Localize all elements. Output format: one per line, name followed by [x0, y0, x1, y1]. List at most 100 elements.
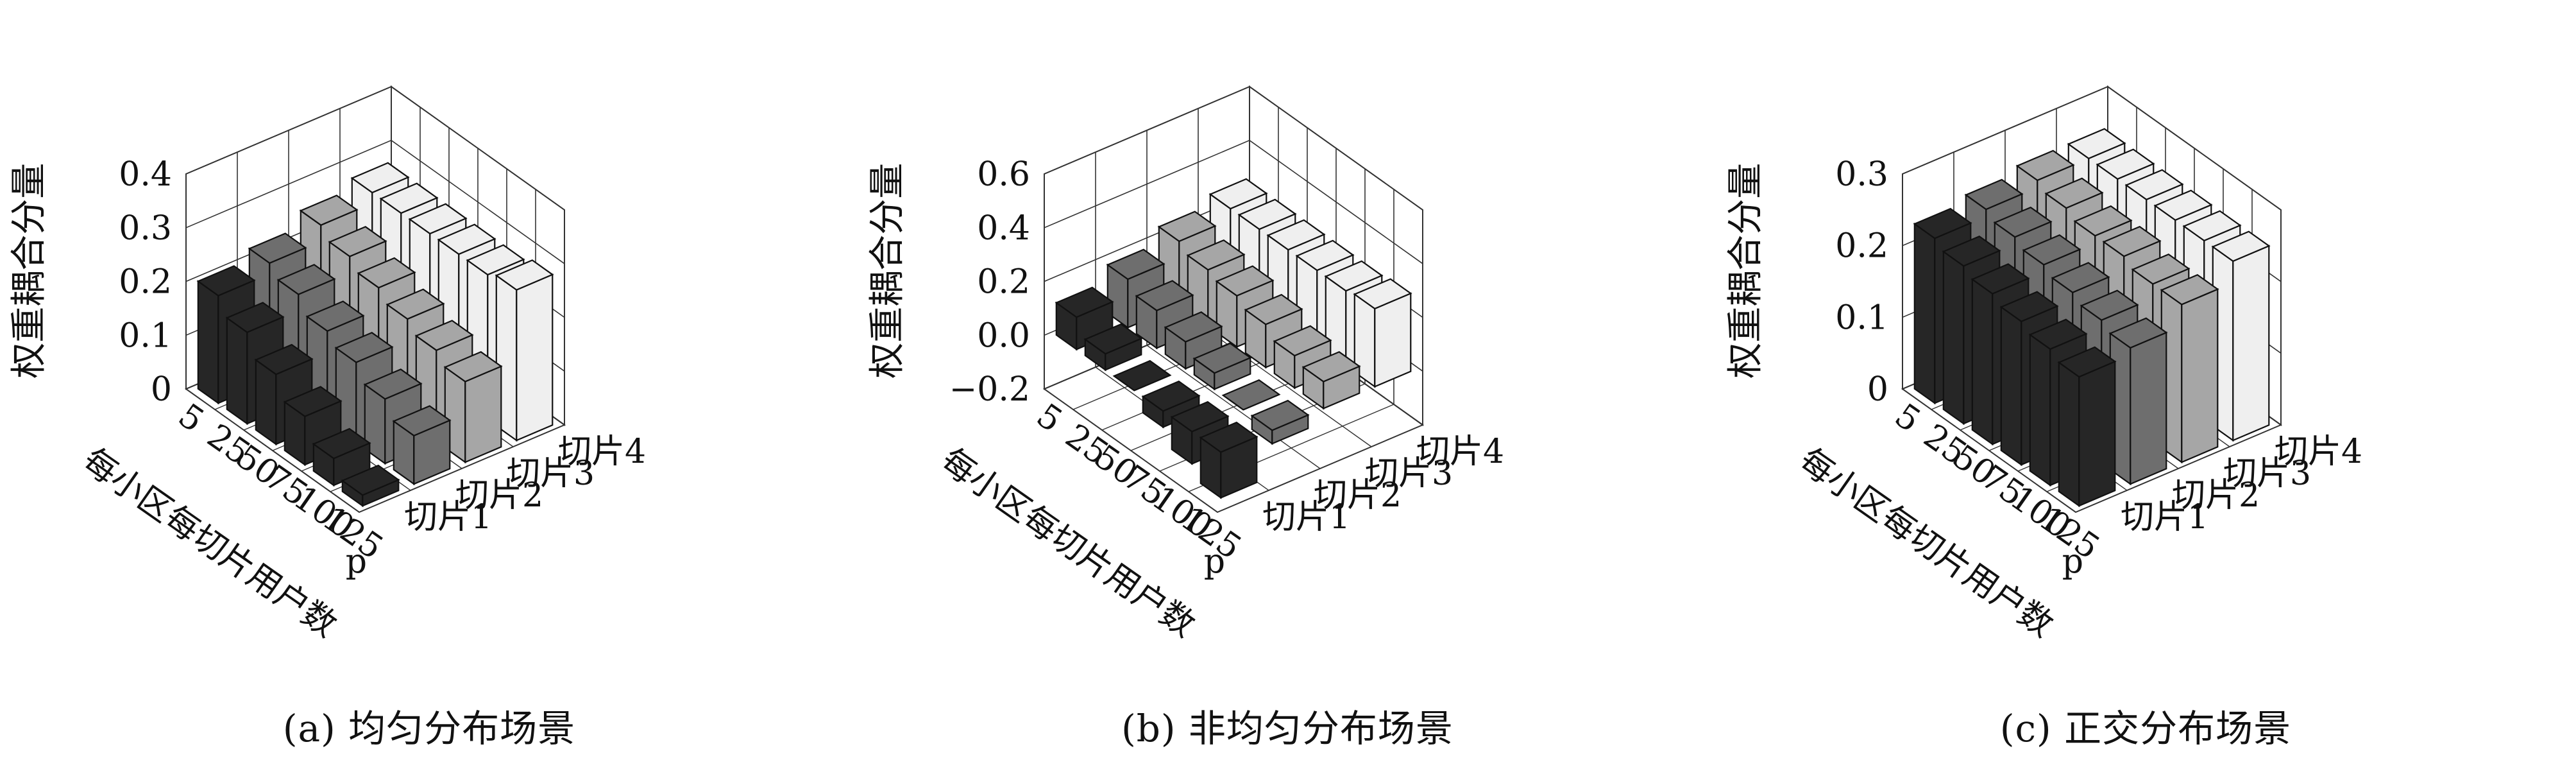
caption-a: (a) 均匀分布场景	[282, 707, 576, 750]
bar-front-face	[2029, 333, 2051, 487]
bar-top-face	[1135, 280, 1194, 311]
bar-top-face	[334, 332, 394, 363]
bar-top-face	[1215, 265, 1275, 297]
bar-top-face	[1083, 323, 1143, 355]
bar	[1112, 359, 1172, 392]
bar-side-face	[2130, 331, 2167, 485]
bar-top-face	[2096, 148, 2155, 180]
slice-tick-label: 切片1	[1262, 498, 1350, 537]
bar-top-face	[1993, 206, 2053, 238]
bar-top-face	[196, 265, 256, 297]
bar-front-face	[1971, 278, 1994, 446]
bar	[495, 259, 554, 442]
z-tick-label: 0.3	[1835, 155, 1888, 194]
y-axis-label: 权重耦合分量	[1725, 163, 1767, 379]
slice-tick-label: 切片4	[2275, 433, 2362, 471]
z-tick-label: 0.0	[977, 316, 1030, 355]
bar-top-face	[495, 259, 554, 291]
bar-top-face	[1141, 380, 1201, 412]
bar	[2211, 230, 2271, 442]
floor-grid-line	[1146, 345, 1321, 469]
bars	[196, 162, 554, 508]
bar-top-face	[1221, 379, 1281, 411]
bar-top-face	[276, 264, 336, 295]
slice-tick-label: 切片2	[1314, 476, 1402, 515]
bar-top-face	[414, 320, 474, 351]
bar-top-face	[1157, 211, 1217, 243]
bar-front-face	[2058, 361, 2080, 508]
bar-top-face	[2044, 177, 2104, 209]
bars	[1055, 178, 1412, 499]
z-tick-label: 0.2	[1835, 227, 1888, 266]
bar-side-face	[516, 273, 554, 442]
z-tick-label: −0.2	[949, 370, 1030, 409]
bar-top-face	[1170, 401, 1230, 433]
bar-side-face	[1374, 292, 1412, 388]
slice-tick-label: 切片2	[2172, 476, 2260, 515]
bar-top-face	[363, 368, 423, 400]
bar-top-face	[1164, 311, 1223, 343]
slice-extra-label: p	[2062, 542, 2083, 581]
slice-tick-label: 切片3	[507, 454, 595, 493]
bar-top-face	[1964, 178, 2024, 211]
bar-top-face	[392, 405, 452, 436]
slice-extra-label: p	[346, 542, 367, 581]
bar-top-face	[2108, 317, 2168, 349]
bar-top-face	[408, 203, 468, 235]
bar	[1192, 342, 1252, 391]
z-tick-label: 0.3	[119, 209, 172, 248]
bar	[341, 464, 400, 508]
bar-top-face	[386, 288, 445, 320]
bar-top-face	[350, 162, 410, 194]
slice-tick-label: 切片1	[404, 498, 492, 537]
bar-top-face	[283, 386, 343, 417]
bar-top-face	[2160, 273, 2219, 306]
bar	[1250, 399, 1310, 445]
bar-top-face	[2067, 128, 2126, 160]
z-tick-label: 0.6	[977, 155, 1030, 194]
z-tick-label: 0	[1867, 370, 1888, 409]
bar-top-face	[2051, 262, 2110, 293]
slice-tick-label: 切片1	[2121, 498, 2208, 537]
bar-top-face	[225, 302, 285, 333]
bar-top-face	[357, 257, 416, 289]
bar-top-face	[1192, 342, 1252, 374]
bar	[1083, 323, 1143, 372]
bar-top-face	[2015, 150, 2075, 182]
caption-b: (b) 非均匀分布场景	[1121, 707, 1453, 750]
bar-top-face	[437, 223, 496, 255]
slice-tick-label: 切片2	[455, 476, 543, 515]
slice-tick-label: 切片3	[1365, 454, 1453, 493]
z-tick-label: 0	[151, 370, 172, 409]
bar-top-face	[1266, 219, 1326, 251]
y-axis-label: 权重耦合分量	[867, 163, 908, 379]
bar-front-face	[1913, 222, 1936, 405]
bar-top-face	[1273, 325, 1332, 357]
bar-top-face	[1913, 207, 1972, 239]
bar-top-face	[2057, 346, 2117, 378]
bar	[2057, 346, 2117, 508]
bar	[1353, 278, 1412, 388]
bar-side-face	[464, 365, 502, 463]
bar-top-face	[1324, 260, 1384, 292]
bar-top-face	[341, 464, 400, 496]
bar-top-face	[1186, 239, 1246, 271]
slice-tick-label: 切片4	[558, 433, 646, 471]
bar-front-face	[2000, 306, 2022, 467]
z-tick-label: 0.4	[977, 209, 1030, 248]
bar-top-face	[1199, 421, 1258, 453]
bar-top-face	[1970, 263, 2030, 295]
bar-top-face	[443, 351, 503, 383]
bar-top-face	[1244, 293, 1303, 325]
bar-top-face	[1942, 235, 2001, 267]
bar-top-face	[312, 427, 371, 460]
bar	[2160, 273, 2219, 464]
slice-extra-label: p	[1204, 542, 1225, 581]
bar-side-face	[2232, 245, 2270, 442]
bar-top-face	[1295, 239, 1355, 271]
bar	[392, 405, 452, 486]
bar	[2108, 317, 2168, 486]
bar-side-face	[2078, 360, 2116, 507]
